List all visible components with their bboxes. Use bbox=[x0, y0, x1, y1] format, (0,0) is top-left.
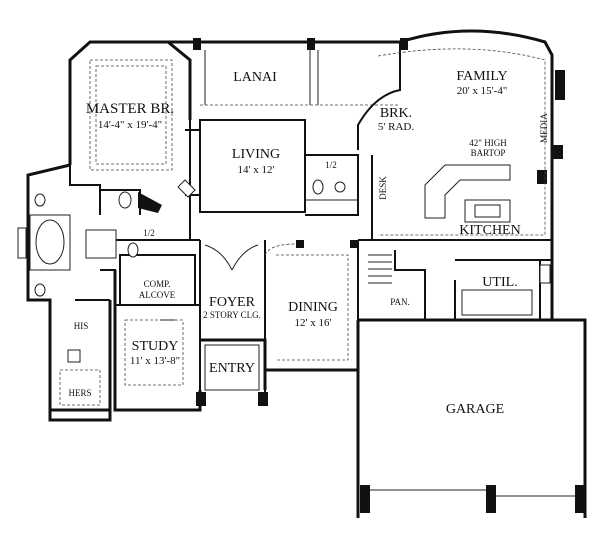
brk-size: 5' RAD. bbox=[378, 121, 414, 133]
dining-label: DINING bbox=[288, 300, 338, 315]
study-label: STUDY bbox=[132, 339, 179, 354]
family-size: 20' x 15'-4" bbox=[457, 85, 508, 97]
media-label: MEDIA bbox=[539, 113, 549, 143]
structural-posts bbox=[193, 38, 585, 513]
comp-label: COMP. bbox=[144, 279, 171, 289]
hers-label: HERS bbox=[68, 388, 91, 398]
half-bath-center-label: 1/2 bbox=[325, 160, 337, 170]
foyer-label: FOYER bbox=[209, 295, 256, 310]
lanai-label: LANAI bbox=[233, 70, 277, 85]
comp-label-2: ALCOVE bbox=[139, 290, 176, 300]
master-size: 14'-4" x 19'-4" bbox=[98, 119, 162, 131]
ceiling-outlines bbox=[59, 48, 546, 406]
half-bath-left-label: 1/2 bbox=[143, 228, 155, 238]
fixtures bbox=[17, 164, 551, 391]
living-label: LIVING bbox=[232, 147, 280, 162]
bartop-label: 42" HIGH bbox=[469, 138, 507, 148]
his-label: HIS bbox=[74, 321, 89, 331]
family-label: FAMILY bbox=[456, 69, 507, 84]
exterior-walls bbox=[26, 29, 587, 518]
pan-label: PAN. bbox=[390, 297, 409, 307]
foyer-size: 2 STORY CLG. bbox=[203, 310, 261, 320]
garage-label: GARAGE bbox=[446, 402, 504, 417]
kitchen-label: KITCHEN bbox=[459, 223, 520, 238]
util-label: UTIL. bbox=[482, 275, 517, 290]
entry-label: ENTRY bbox=[209, 361, 255, 376]
dining-size: 12' x 16' bbox=[295, 317, 332, 329]
desk-label: DESK bbox=[378, 176, 388, 200]
stairs bbox=[368, 254, 392, 284]
bartop-label-2: BARTOP bbox=[471, 148, 506, 158]
master-label: MASTER BR. bbox=[86, 101, 174, 117]
brk-label: BRK. bbox=[380, 106, 412, 121]
living-size: 14' x 12' bbox=[238, 164, 275, 176]
study-size: 11' x 13'-8" bbox=[130, 355, 180, 367]
room-labels: MASTER BR. 14'-4" x 19'-4" LANAI FAMILY … bbox=[68, 69, 549, 417]
